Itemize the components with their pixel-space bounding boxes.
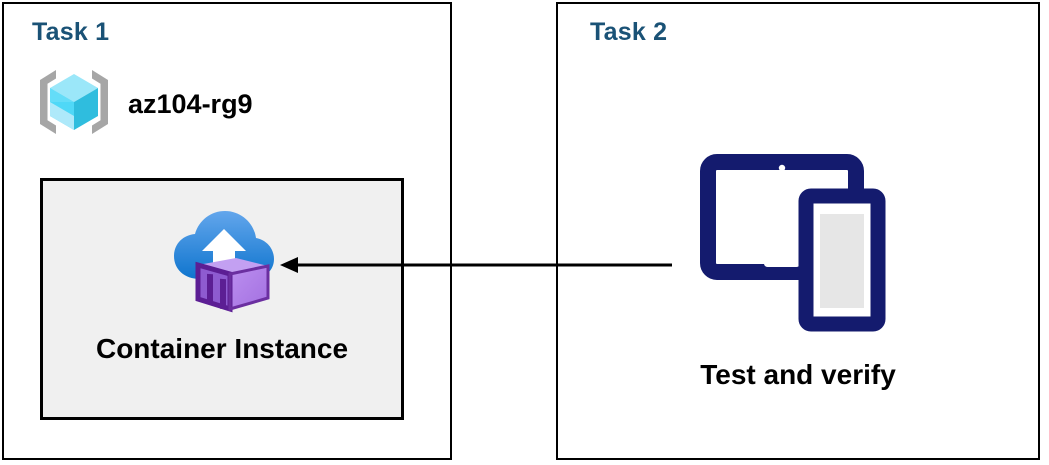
container-instance-icon — [166, 201, 278, 322]
devices-caption: Test and verify — [700, 359, 896, 390]
devices-block: Test and verify — [558, 154, 1038, 391]
task-2-label: Task 2 — [590, 18, 668, 46]
task-1-label: Task 1 — [32, 18, 110, 46]
task-2-panel: Task 2 Test and verify — [556, 2, 1040, 460]
container-instance-title: Container Instance — [95, 333, 349, 364]
resource-group-name: az104-rg9 — [128, 89, 253, 119]
task-1-panel: Task 1 az104-rg9 — [2, 2, 452, 460]
resource-group-row: az104-rg9 — [34, 64, 253, 145]
devices-tablet-phone-icon — [698, 154, 898, 339]
container-instance-card: Container Instance — [40, 178, 404, 420]
resource-group-icon — [34, 64, 114, 145]
